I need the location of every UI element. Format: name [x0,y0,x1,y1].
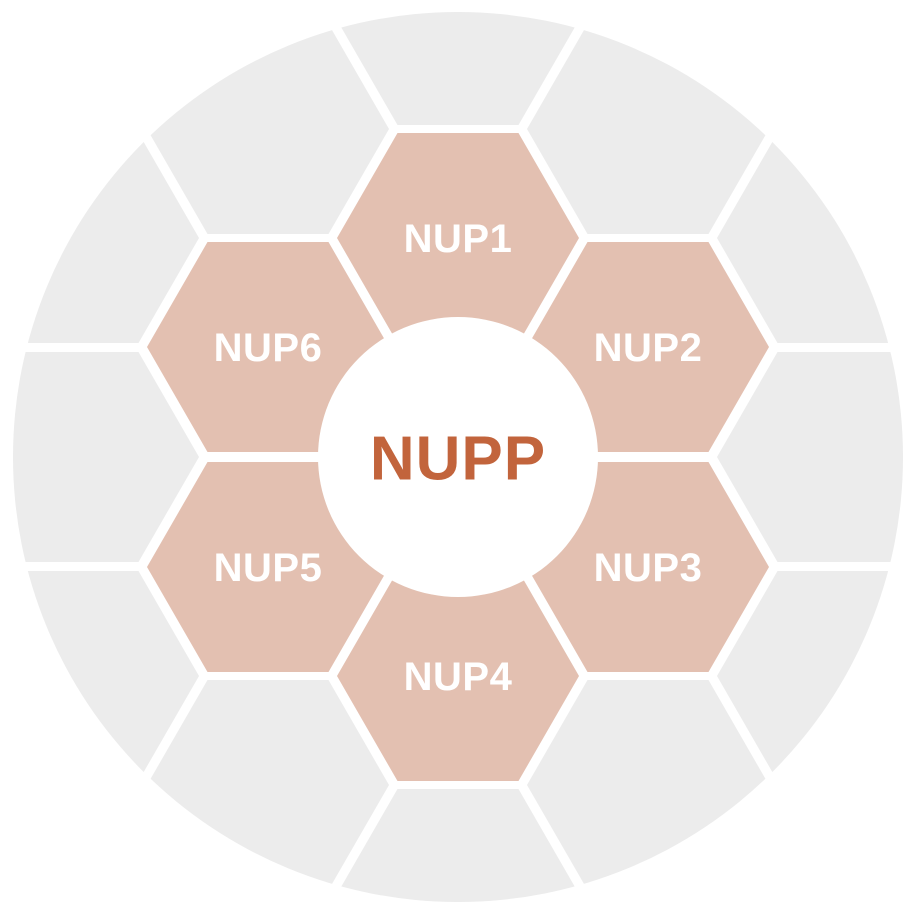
outer-ring-hexagon-12 [147,24,389,234]
inner-ring-hexagon-nup4[interactable] [337,571,579,781]
inner-ring-label-nup2: NUP2 [594,326,703,370]
center-label: NUPP [370,425,546,494]
outer-ring-hexagon-1 [337,12,579,125]
outer-ring-hexagon-10 [13,352,199,562]
inner-ring-label-nup5: NUP5 [214,546,323,590]
inner-ring-hexagon-nup2[interactable] [527,242,769,452]
outer-ring-hexagon-2 [527,24,769,234]
outer-ring-hexagon-6 [527,680,769,890]
outer-ring-hexagon-4 [717,352,903,562]
inner-ring-hexagon-nup5[interactable] [147,462,389,672]
inner-ring-label-nup1: NUP1 [404,217,513,261]
inner-ring-label-nup3: NUP3 [594,546,703,590]
inner-ring-label-nup6: NUP6 [214,326,323,370]
outer-ring-hexagon-8 [147,680,389,890]
outer-ring-hexagon-7 [337,789,579,902]
inner-ring-hexagon-nup1[interactable] [337,133,579,343]
inner-ring-label-nup4: NUP4 [404,655,513,699]
center-disc [318,317,598,597]
inner-ring-hexagon-nup6[interactable] [147,242,389,452]
inner-ring-hexagon-nup3[interactable] [527,462,769,672]
